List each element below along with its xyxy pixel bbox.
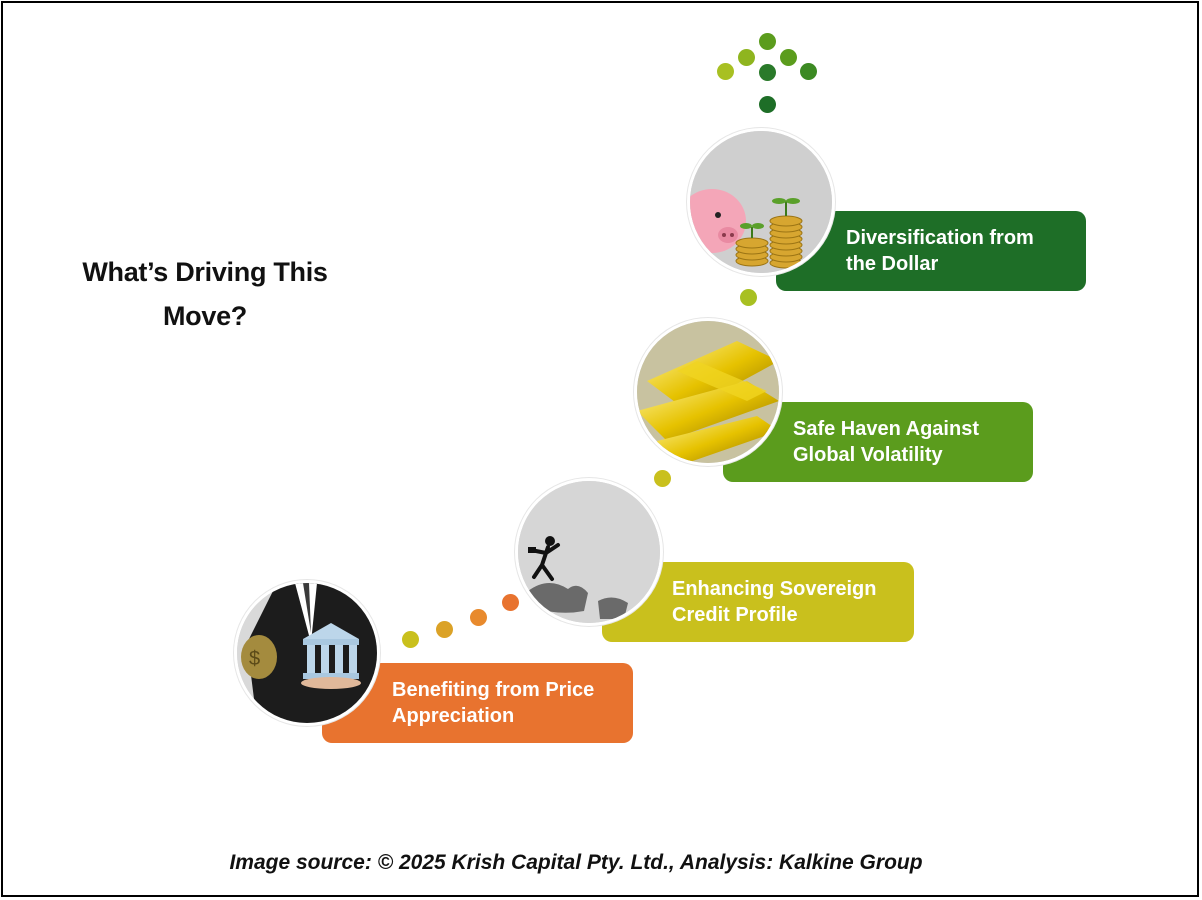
title-line-2: Move?	[162, 301, 247, 331]
step-line-2: Global Volatility	[793, 444, 943, 466]
connector-dot	[470, 609, 487, 626]
svg-text:$: $	[249, 648, 260, 670]
banker-icon: $	[234, 580, 380, 726]
step-line-2: the Dollar	[846, 253, 939, 275]
connector-dot	[654, 470, 671, 487]
connector-dot	[502, 594, 519, 611]
step-line-1: Diversification from	[846, 227, 1034, 249]
step-line-1: Benefiting from Price	[392, 679, 595, 701]
piggy-bank-icon	[687, 128, 835, 276]
image-source-caption: Image source: © 2025 Krish Capital Pty. …	[229, 851, 923, 874]
slide-title: What’s Driving This Move?	[50, 250, 360, 338]
step-line-1: Safe Haven Against	[793, 418, 979, 440]
step-line-2: Appreciation	[392, 705, 515, 727]
title-line-1: What’s Driving This	[82, 257, 328, 287]
connector-dot	[436, 621, 453, 638]
connector-dot	[402, 631, 419, 648]
gold-bars-icon	[634, 318, 782, 466]
climber-icon	[515, 478, 663, 626]
connector-dot	[740, 289, 757, 306]
step-line-2: Credit Profile	[672, 604, 798, 626]
step-line-1: Enhancing Sovereign	[672, 578, 877, 600]
